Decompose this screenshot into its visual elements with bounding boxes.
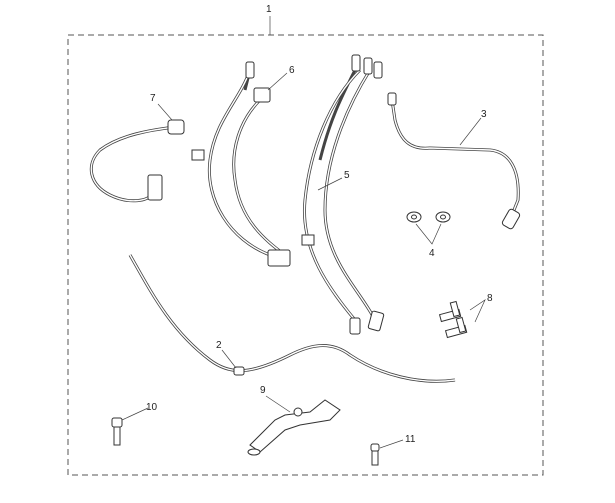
callout-4: 4 xyxy=(429,248,435,259)
callout-11: 11 xyxy=(405,434,416,445)
callout-1: 1 xyxy=(266,4,272,15)
callout-2: 2 xyxy=(216,340,222,351)
bolt-10 xyxy=(111,407,149,446)
callout-9: 9 xyxy=(260,385,266,396)
bracket-9 xyxy=(247,395,341,456)
bolts-8 xyxy=(438,299,486,339)
bolt-11 xyxy=(370,439,404,466)
sensor-harness-7 xyxy=(89,103,185,203)
harness-6 xyxy=(191,61,291,267)
callout-8: 8 xyxy=(487,293,493,304)
callout-5: 5 xyxy=(344,170,350,181)
callout-6: 6 xyxy=(289,65,295,76)
callout-10: 10 xyxy=(146,402,158,413)
harness-5 xyxy=(301,54,385,335)
washers-4 xyxy=(406,211,451,245)
harness-2 xyxy=(128,254,456,383)
kit-boundary xyxy=(67,34,544,476)
callout-7: 7 xyxy=(150,93,156,104)
hose-3 xyxy=(387,92,521,230)
callout-3: 3 xyxy=(481,109,487,120)
